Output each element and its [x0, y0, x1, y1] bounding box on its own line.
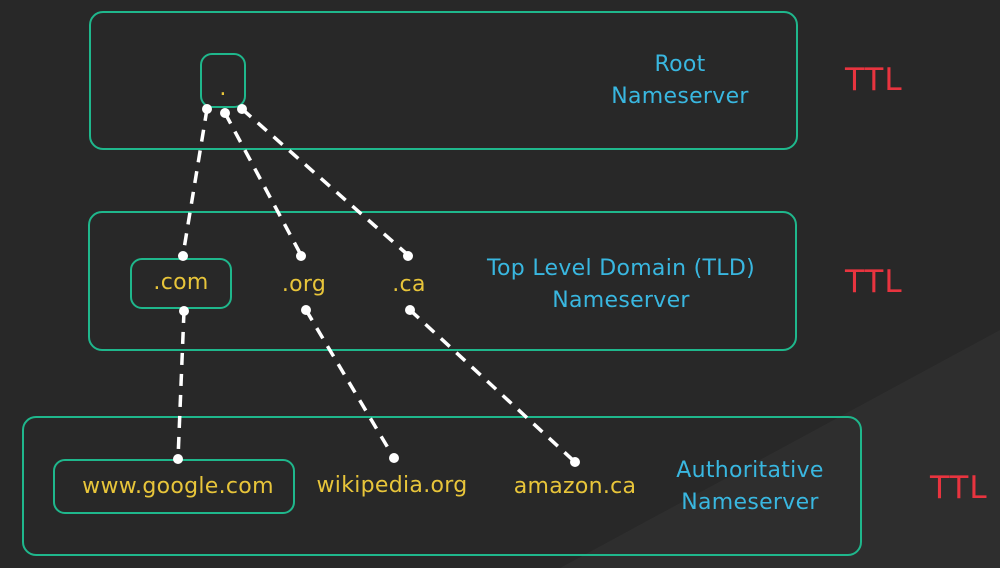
wikipedia-port-top [389, 453, 399, 463]
root-title-line1: Root [654, 52, 706, 77]
google-port-top [173, 454, 183, 464]
root-ttl: TTL [845, 62, 903, 98]
tld-nameserver-panel [88, 211, 797, 351]
root-node[interactable] [200, 53, 246, 108]
authoritative-nameserver-panel [22, 416, 862, 556]
tld-com-label: .com [153, 270, 209, 295]
root-title-line2: Nameserver [611, 84, 749, 109]
com-port-bottom [179, 306, 189, 316]
auth-wikipedia-label: wikipedia.org [316, 473, 468, 498]
root-port-right [237, 104, 247, 114]
ca-port-top [403, 251, 413, 261]
root-port-left [202, 104, 212, 114]
connector-com-to-google [176, 310, 186, 460]
connector-root-to-org [223, 112, 303, 256]
tld-title-line2: Nameserver [552, 288, 690, 313]
auth-amazon-label: amazon.ca [513, 474, 637, 499]
auth-title-line2: Nameserver [681, 490, 819, 515]
auth-google-label: www.google.com [82, 474, 274, 499]
root-port-middle [220, 108, 230, 118]
tld-ttl: TTL [845, 264, 903, 300]
connector-org-to-wikipedia [304, 309, 396, 459]
ca-port-bottom [405, 305, 415, 315]
amazon-port-top [570, 457, 580, 467]
auth-ttl: TTL [930, 470, 988, 506]
tld-org-label: .org [281, 272, 327, 297]
tld-ca-label: .ca [392, 272, 426, 297]
org-port-bottom [301, 305, 311, 315]
connector-root-to-ca [240, 107, 410, 257]
root-node-label: . [219, 76, 227, 101]
connector-ca-to-amazon [408, 308, 577, 464]
auth-title-line1: Authoritative [676, 458, 824, 483]
com-port-top [178, 251, 188, 261]
org-port-top [296, 251, 306, 261]
root-nameserver-panel [89, 11, 798, 150]
tld-title-line1: Top Level Domain (TLD) [487, 256, 755, 281]
connector-root-to-com [181, 108, 209, 256]
